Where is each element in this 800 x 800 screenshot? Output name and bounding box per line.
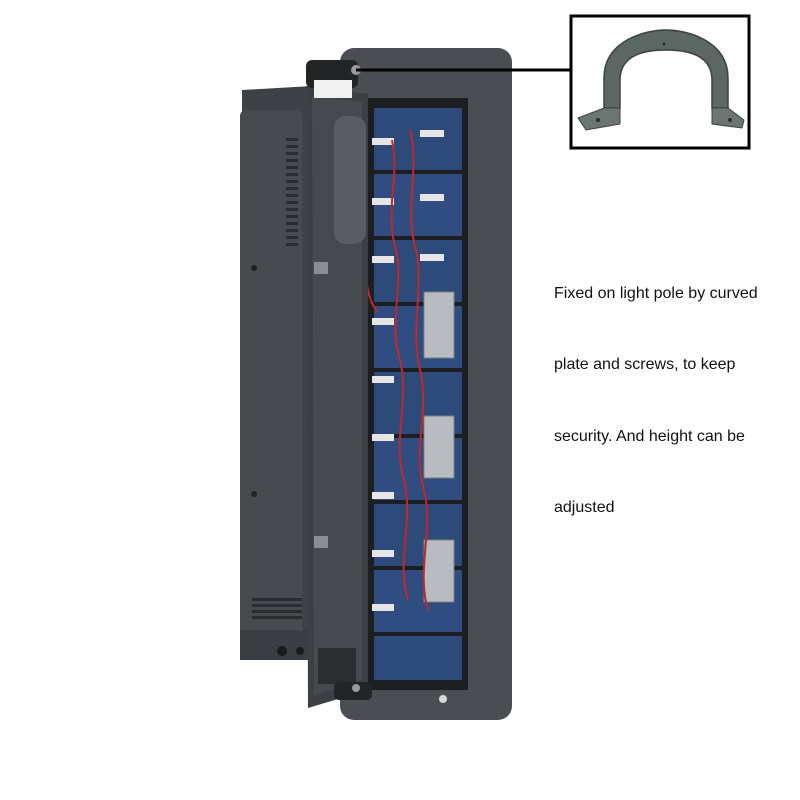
power-supplies [423, 291, 455, 603]
vent-grille-top [286, 138, 298, 246]
curved-plate-icon [577, 29, 745, 131]
cable-gland-icon [296, 647, 304, 655]
caption-line-3: security. And height can be [554, 428, 745, 445]
door-latch [314, 262, 328, 274]
caption-line-4: adjusted [554, 499, 615, 516]
panel-screw [251, 265, 257, 271]
bottom-clamp [334, 682, 372, 700]
vent-grille-bottom [252, 598, 302, 619]
caption-line-2: plate and screws, to keep [554, 356, 736, 373]
back-panel [240, 86, 312, 660]
open-door [306, 86, 368, 708]
caption-line-1: Fixed on light pole by curved [554, 285, 758, 302]
top-clamp [306, 60, 361, 98]
display-cabinet [340, 48, 512, 720]
inset-detail [569, 14, 751, 150]
door-latch [314, 536, 328, 548]
cooling-unit [334, 116, 366, 244]
screw-bottom [439, 695, 447, 703]
panel-screw [251, 491, 257, 497]
ribbon-connectors [372, 130, 444, 611]
cable-gland-icon [277, 646, 287, 656]
